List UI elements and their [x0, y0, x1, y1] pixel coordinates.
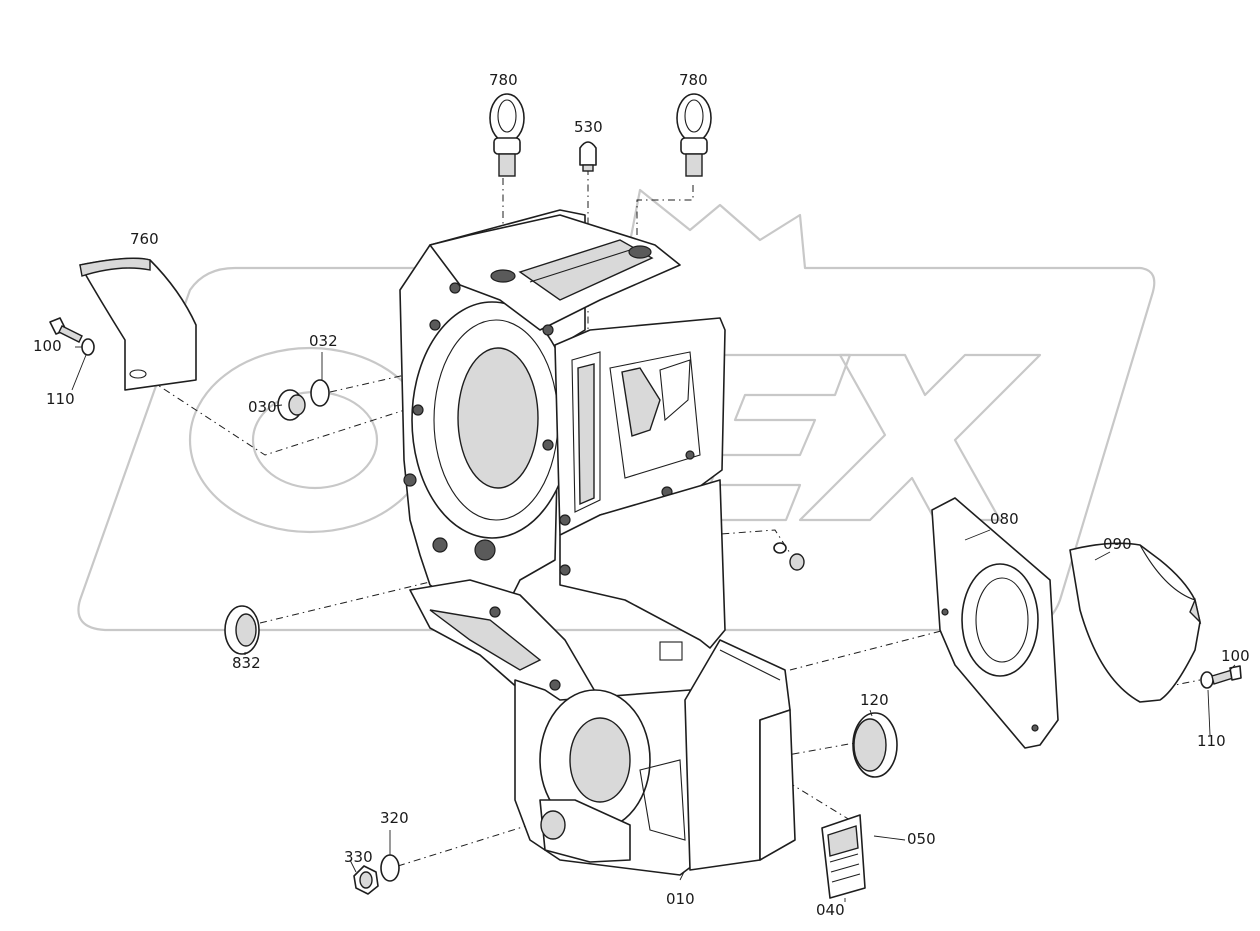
eye-bolt-780-left — [489, 93, 525, 177]
label-780-right: 780 — [679, 71, 708, 89]
nameplate-040 — [821, 814, 866, 899]
breather-530 — [579, 141, 597, 172]
o-ring-032 — [310, 379, 330, 407]
label-832: 832 — [232, 654, 261, 672]
label-080: 080 — [990, 510, 1019, 528]
part-labels: 780 780 530 760 032 030 100 110 832 080 … — [33, 71, 1250, 919]
small-plug — [773, 542, 805, 571]
label-760: 760 — [130, 230, 159, 248]
label-110-right: 110 — [1197, 732, 1226, 750]
label-320: 320 — [380, 809, 409, 827]
cover-plate-080 — [931, 497, 1059, 749]
watermark-banner — [77, 188, 1156, 632]
label-030: 030 — [248, 398, 277, 416]
plug-030 — [277, 389, 306, 421]
label-530: 530 — [574, 118, 603, 136]
cover-sheet-760 — [79, 257, 197, 391]
label-120: 120 — [860, 691, 889, 709]
plug-330 — [353, 865, 379, 895]
label-330: 330 — [344, 848, 373, 866]
housing-010 — [399, 209, 796, 876]
label-leaders — [71, 346, 1236, 902]
screw-washer-left — [49, 317, 95, 356]
label-010: 010 — [666, 890, 695, 908]
label-110-left: 110 — [46, 390, 75, 408]
label-050: 050 — [907, 830, 936, 848]
o-ring-320 — [380, 854, 400, 882]
label-090: 090 — [1103, 535, 1132, 553]
label-100-right: 100 — [1221, 647, 1250, 665]
shield-090 — [1069, 542, 1202, 703]
label-032: 032 — [309, 332, 338, 350]
label-780-left: 780 — [489, 71, 518, 89]
watermark-letter-x — [798, 353, 1042, 522]
label-040: 040 — [816, 901, 845, 919]
seal-832 — [224, 605, 260, 655]
screw-washer-right — [1200, 665, 1242, 689]
eye-bolt-780-right — [676, 93, 712, 177]
cap-120 — [852, 712, 898, 778]
label-100-left: 100 — [33, 337, 62, 355]
